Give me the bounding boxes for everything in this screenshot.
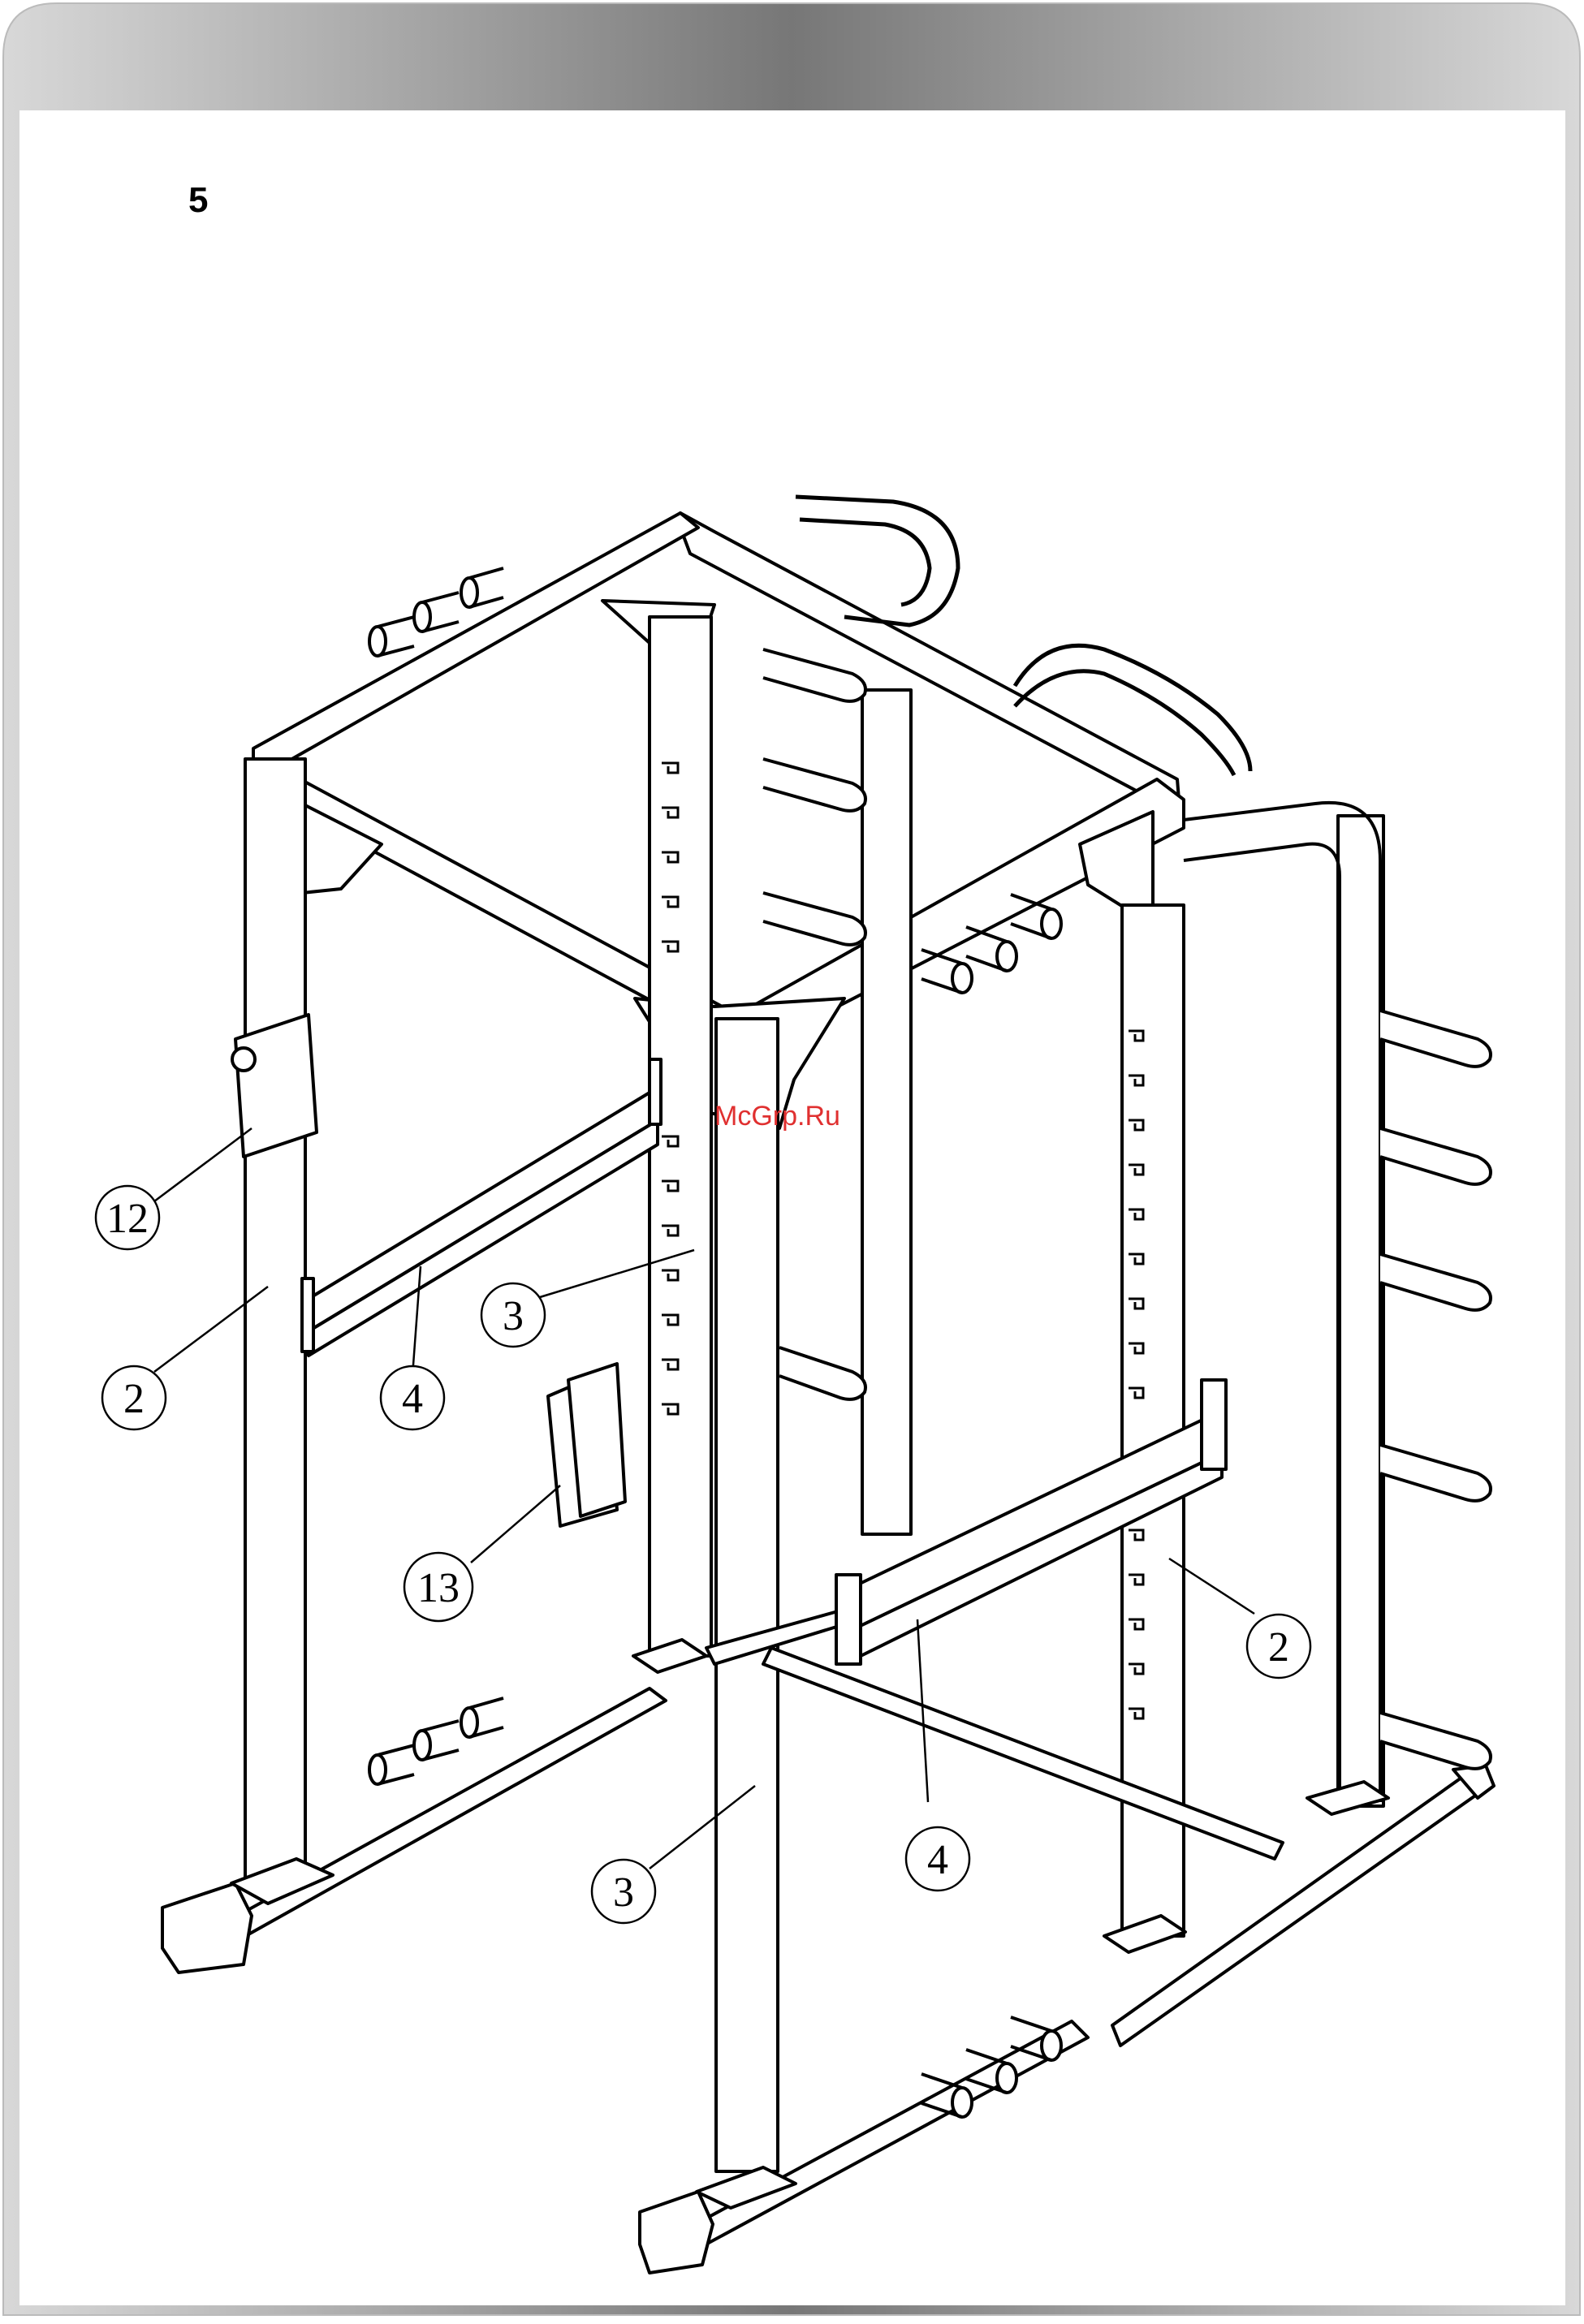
svg-text:2: 2 [1268, 1624, 1289, 1671]
svg-text:12: 12 [106, 1196, 149, 1242]
svg-text:3: 3 [503, 1293, 524, 1339]
watermark-text: McGrp.Ru [714, 1101, 840, 1132]
callout-12: 12 [96, 1186, 159, 1249]
callout-2-right: 2 [1247, 1615, 1310, 1678]
callout-4-right: 4 [906, 1827, 969, 1891]
callout-3-lower: 3 [592, 1860, 655, 1923]
svg-text:4: 4 [927, 1837, 948, 1883]
callout-13: 13 [404, 1553, 473, 1621]
callout-4-left: 4 [381, 1366, 444, 1429]
svg-text:4: 4 [402, 1376, 423, 1422]
svg-text:2: 2 [123, 1376, 145, 1422]
svg-text:3: 3 [613, 1869, 634, 1916]
callout-3-upper: 3 [481, 1283, 545, 1347]
callout-2-left: 2 [102, 1366, 166, 1429]
step-number: 5 [188, 180, 208, 221]
svg-text:13: 13 [417, 1565, 460, 1611]
